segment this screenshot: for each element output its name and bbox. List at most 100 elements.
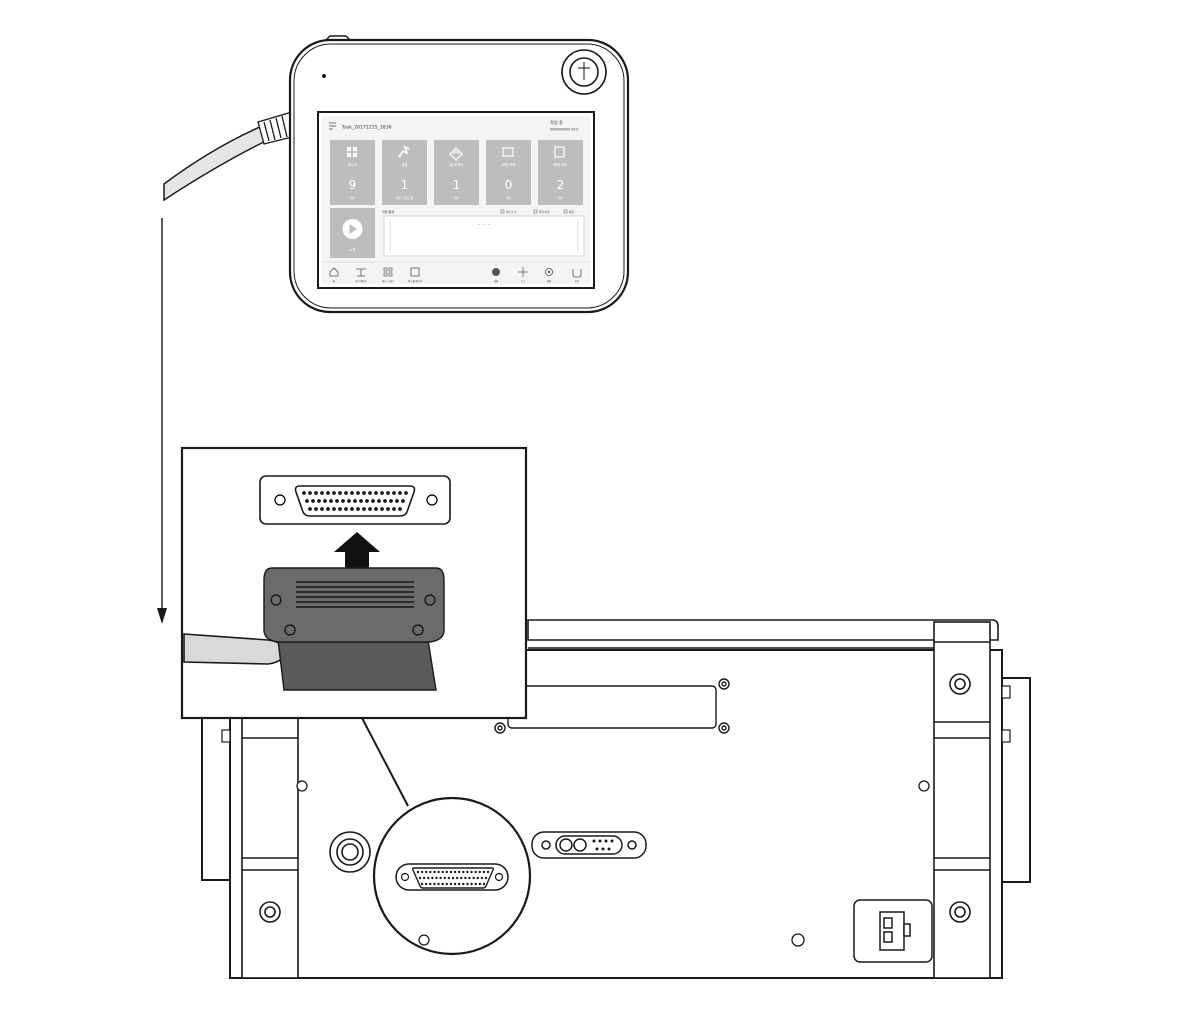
tile-3-value: 1 bbox=[453, 178, 461, 192]
svg-text:종료: 종료 bbox=[575, 279, 580, 283]
connector-pin bbox=[416, 870, 420, 874]
status-led bbox=[322, 74, 326, 78]
connector-pin bbox=[464, 876, 467, 880]
controller-top-rail bbox=[527, 619, 999, 641]
connector-pin bbox=[338, 491, 342, 495]
connector-pin bbox=[437, 882, 440, 886]
connector-pin bbox=[392, 507, 396, 511]
svg-text:회원 정보: 회원 정보 bbox=[554, 162, 568, 167]
connector-pin bbox=[474, 882, 477, 886]
tile-4-value: 0 bbox=[505, 178, 513, 192]
connector-pin bbox=[445, 870, 449, 874]
connector-pin bbox=[320, 491, 324, 495]
svg-text:태스크 수: 태스크 수 bbox=[506, 210, 517, 214]
controller-left-plate bbox=[201, 717, 233, 881]
tile-2[interactable]: 상황 1 메인 프로그램 bbox=[382, 140, 427, 205]
connector-pin bbox=[433, 870, 436, 874]
svg-text:조그: 조그 bbox=[521, 280, 526, 283]
status-sub: 0000000000 00:0 bbox=[550, 128, 578, 132]
connector-pin bbox=[470, 882, 473, 886]
svg-text:시작: 시작 bbox=[349, 247, 355, 252]
connector-pin bbox=[380, 491, 384, 495]
status-icon bbox=[492, 268, 500, 276]
connector-pin bbox=[371, 499, 375, 503]
connector-pin bbox=[431, 876, 434, 880]
connector-pin bbox=[482, 870, 486, 874]
connector-pin bbox=[462, 882, 465, 886]
connector-pin bbox=[338, 507, 342, 511]
svg-text:티치 펜던트: 티치 펜던트 bbox=[355, 279, 368, 283]
connector-pin bbox=[422, 876, 426, 880]
pendant-cable-top bbox=[163, 125, 274, 202]
task-name: Task_20171215_1836 bbox=[341, 125, 392, 131]
round-connector bbox=[329, 831, 371, 873]
controller-right-plate bbox=[999, 677, 1031, 883]
connector-pin bbox=[344, 507, 348, 511]
connector-pin bbox=[368, 507, 372, 511]
tile-1[interactable]: 태스크 9 개수 bbox=[330, 140, 375, 205]
tile-5-value: 2 bbox=[557, 178, 565, 192]
connector-pin bbox=[480, 876, 484, 880]
connector-pin bbox=[344, 491, 348, 495]
svg-text:작업 통계: 작업 통계 bbox=[382, 209, 394, 214]
connector-pin bbox=[380, 507, 384, 511]
nav-settings[interactable]: 설정 bbox=[545, 267, 554, 283]
play-tile[interactable]: 시작 bbox=[330, 208, 375, 258]
emergency-stop-icon[interactable] bbox=[561, 49, 607, 95]
tile-2-value: 1 bbox=[401, 178, 409, 192]
connector-pin bbox=[395, 499, 399, 503]
svg-text:홈: 홈 bbox=[333, 279, 336, 283]
connector-pin bbox=[468, 876, 471, 880]
connector-pin bbox=[317, 499, 321, 503]
move-icon bbox=[518, 267, 528, 277]
cable-strain-relief bbox=[257, 111, 297, 145]
pendant-plug bbox=[263, 567, 445, 691]
connector-pin bbox=[389, 499, 393, 503]
connector-pin bbox=[433, 882, 436, 886]
connector-pin bbox=[482, 882, 486, 886]
connector-pin bbox=[470, 870, 473, 874]
connector-pin bbox=[347, 499, 351, 503]
connector-pin bbox=[332, 491, 336, 495]
nav-home[interactable]: 홈 bbox=[329, 267, 339, 283]
nav-status[interactable]: 상태 bbox=[492, 268, 500, 283]
connector-pin bbox=[311, 499, 315, 503]
connector-pin bbox=[398, 507, 402, 511]
zoom-circle bbox=[372, 796, 532, 956]
connector-pin bbox=[437, 870, 440, 874]
nav-teach-pendant[interactable]: 티치 펜던트 bbox=[355, 268, 368, 283]
nav-jog[interactable]: 조그 bbox=[518, 267, 528, 283]
warning-icon bbox=[502, 147, 514, 157]
connector-pin bbox=[466, 882, 469, 886]
left-bracket bbox=[241, 717, 299, 979]
tile-4[interactable]: 위험 이력 0 개수 bbox=[486, 140, 531, 205]
status-title: 작업 중 bbox=[550, 119, 563, 126]
serial-connector bbox=[531, 831, 647, 859]
gear-icon bbox=[545, 267, 554, 276]
nav-task-builder[interactable]: 태스크 빌더 bbox=[382, 267, 394, 283]
connector-pin bbox=[424, 882, 428, 886]
svg-text:홈 포지션: 홈 포지션 bbox=[450, 162, 464, 167]
connector-pin bbox=[449, 882, 453, 886]
svg-text:개수: 개수 bbox=[454, 195, 460, 200]
connector-pin bbox=[356, 507, 360, 511]
connector-pin bbox=[314, 491, 318, 495]
tile-5[interactable]: 회원 정보 2 개수 bbox=[538, 140, 583, 205]
connector-pin bbox=[314, 507, 318, 511]
svg-text:상태: 상태 bbox=[494, 279, 498, 283]
connector-pin bbox=[429, 882, 432, 886]
bracket-screws bbox=[259, 673, 971, 923]
connector-pin bbox=[341, 499, 345, 503]
connection-inset bbox=[180, 446, 528, 720]
window-icon bbox=[410, 267, 420, 277]
svg-text:개수: 개수 bbox=[558, 195, 564, 200]
screen-menu-icon[interactable] bbox=[329, 122, 336, 130]
connector-pin bbox=[458, 882, 461, 886]
nav-workcell-manager[interactable]: 워크셀 매니저 bbox=[408, 267, 422, 283]
nav-exit[interactable]: 종료 bbox=[572, 269, 582, 283]
connector-pin bbox=[453, 870, 457, 874]
svg-text:위험 이력: 위험 이력 bbox=[502, 162, 516, 167]
connector-pin bbox=[474, 870, 477, 874]
connector-pin bbox=[420, 882, 424, 886]
tile-3[interactable]: 홈 포지션 1 개수 bbox=[434, 140, 479, 205]
